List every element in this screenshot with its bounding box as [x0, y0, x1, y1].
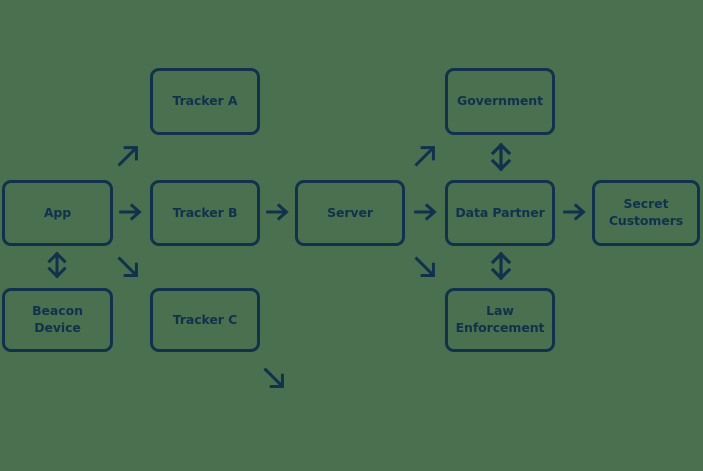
node-label-beacon-device: Beacon Device [32, 303, 83, 335]
node-law-enforcement[interactable]: Law Enforcement [445, 288, 555, 352]
node-label-app: App [43, 204, 72, 220]
node-label-server: Server [327, 204, 373, 220]
node-label-government: Government [457, 93, 543, 109]
arrow-data-partner-to-law-enforcement-diagonal [410, 252, 440, 282]
node-label-tracker-c: Tracker C [172, 311, 238, 327]
arrow-tracker-c-outflow [259, 363, 289, 393]
node-app[interactable]: App [2, 180, 113, 246]
node-label-tracker-b: Tracker B [172, 204, 238, 220]
arrow-app-beacon-device-bidirection [42, 250, 72, 280]
node-data-partner[interactable]: Data Partner [445, 180, 555, 246]
node-server[interactable]: Server [295, 180, 405, 246]
arrow-data-partner-law-enforcement-bidirection [485, 250, 517, 282]
node-tracker-a[interactable]: Tracker A [150, 68, 260, 135]
node-label-law-enforcement: Law Enforcement [455, 303, 545, 335]
node-government[interactable]: Government [445, 68, 555, 135]
arrow-government-data-partner-bidirection [485, 141, 517, 173]
arrow-app-to-tracker-b [116, 197, 146, 227]
node-label-data-partner: Data Partner [455, 204, 545, 220]
arrow-app-to-tracker-a [113, 141, 143, 171]
node-label-tracker-a: Tracker A [172, 93, 238, 109]
arrow-data-partner-to-secret-customers [560, 197, 590, 227]
arrow-app-to-tracker-c [113, 252, 143, 282]
node-tracker-b[interactable]: Tracker B [150, 180, 260, 246]
node-beacon-device[interactable]: Beacon Device [2, 288, 113, 352]
arrow-server-to-data-partner [411, 197, 441, 227]
node-secret-customers[interactable]: Secret Customers [592, 180, 700, 246]
arrow-tracker-b-to-server [263, 197, 293, 227]
node-tracker-c[interactable]: Tracker C [150, 288, 260, 352]
node-label-secret-customers: Secret Customers [608, 196, 684, 228]
arrow-data-partner-to-government-diagonal [410, 141, 440, 171]
